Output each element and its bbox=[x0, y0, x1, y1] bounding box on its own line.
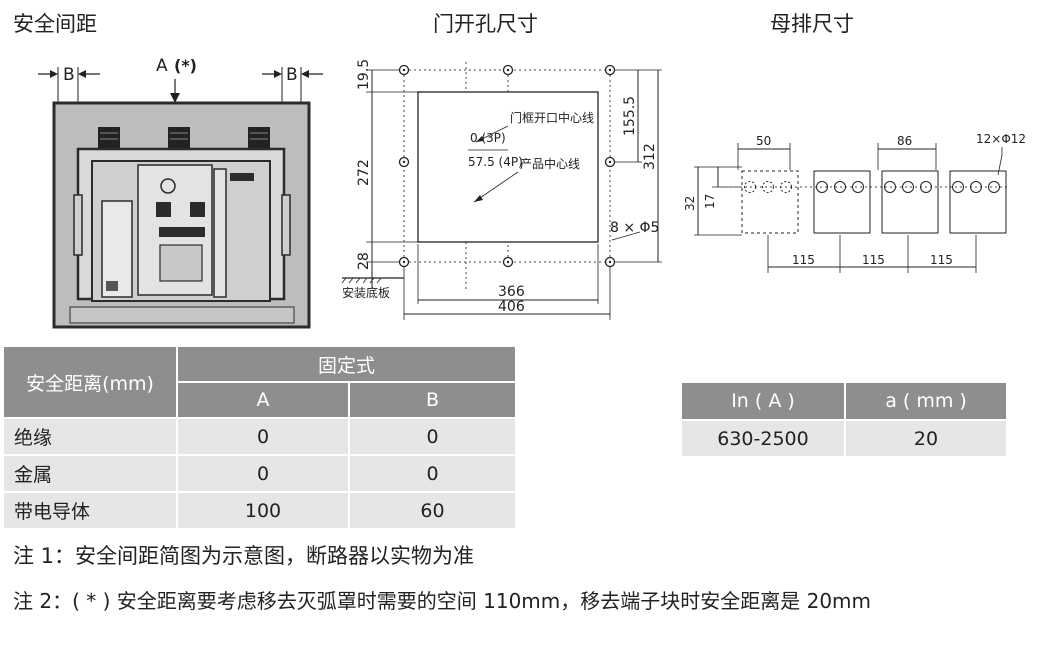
header-in: In ( A ) bbox=[680, 381, 846, 421]
label-a-star: (*) bbox=[174, 56, 197, 75]
dim-28: 28 bbox=[356, 252, 372, 270]
label-base: 安装底板 bbox=[342, 285, 390, 300]
label-0-3p: 0 (3P) bbox=[470, 131, 506, 145]
dim-17: 17 bbox=[703, 194, 717, 209]
arc-chute-center bbox=[168, 127, 190, 149]
dim-50: 50 bbox=[756, 134, 771, 148]
safety-distance-diagram: A (*) B B bbox=[38, 56, 323, 329]
busbar-group-4 bbox=[949, 170, 1007, 234]
header-safety-distance: 安全距离(mm) bbox=[2, 345, 178, 419]
label-product-center: 产品中心线 bbox=[520, 156, 580, 171]
dim-115-b: 115 bbox=[862, 253, 885, 267]
row-value-a: 100 bbox=[176, 491, 350, 530]
busbar-size-title: 母排尺寸 bbox=[770, 12, 854, 36]
on-button bbox=[156, 202, 171, 217]
dim-holes: 12×Φ12 bbox=[976, 132, 1026, 146]
header-a-mm: a ( mm ) bbox=[844, 381, 1008, 421]
row-value-a: 0 bbox=[176, 417, 350, 456]
arc-chute-left bbox=[98, 127, 120, 149]
indicator-circle bbox=[160, 178, 176, 194]
label-frame-center: 门框开口中心线 bbox=[510, 110, 594, 125]
dim-19-5: 19.5 bbox=[356, 59, 372, 90]
dim-115-a: 115 bbox=[792, 253, 815, 267]
busbar-group-1 bbox=[741, 170, 799, 234]
label-57-5-4p: 57.5 (4P) bbox=[468, 155, 523, 169]
row-a: 20 bbox=[844, 419, 1008, 458]
row-value-b: 0 bbox=[348, 417, 517, 456]
row-value-a: 0 bbox=[176, 454, 350, 493]
note-2: 注 2：( * ) 安全距离要考虑移去灭弧罩时需要的空间 110mm，移去端子块… bbox=[13, 589, 872, 613]
busbar-diagram: 50 86 12×Φ12 32 17 115 115 115 bbox=[683, 132, 1026, 273]
row-value-b: 0 bbox=[348, 454, 517, 493]
dim-115-c: 115 bbox=[930, 253, 953, 267]
current-spacing-table: In ( A ) a ( mm ) 630-2500 20 bbox=[680, 381, 1008, 458]
header-col-b: B bbox=[348, 381, 517, 419]
label-b-right: B bbox=[286, 65, 298, 85]
dim-155-5: 155.5 bbox=[622, 96, 638, 136]
safety-distance-table: 安全距离(mm) 固定式 A B 绝缘 0 0 金属 0 0 带电导体 100 … bbox=[2, 345, 517, 530]
a-arrow-head bbox=[170, 93, 180, 103]
header-fixed-type: 固定式 bbox=[176, 345, 517, 383]
row-label: 绝缘 bbox=[2, 417, 178, 456]
row-label: 金属 bbox=[2, 454, 178, 493]
label-holes: 8 × Φ5 bbox=[610, 220, 659, 236]
table-row: 绝缘 0 0 bbox=[2, 417, 517, 456]
off-button bbox=[190, 202, 205, 217]
dim-366: 366 bbox=[498, 284, 525, 300]
row-value-b: 60 bbox=[348, 491, 517, 530]
dim-272: 272 bbox=[356, 159, 372, 186]
door-cutout-diagram: 19.5 272 28 安装底板 155.5 312 8 × Φ5 门框开口中心… bbox=[341, 59, 662, 320]
table-row: 630-2500 20 bbox=[680, 419, 1008, 458]
dim-32: 32 bbox=[683, 196, 697, 211]
label-b-left: B bbox=[63, 65, 75, 85]
handle-slot bbox=[159, 227, 205, 237]
header-col-a: A bbox=[176, 381, 350, 419]
busbar-group-3 bbox=[881, 170, 939, 234]
label-a: A bbox=[156, 56, 168, 76]
row-label: 带电导体 bbox=[2, 491, 178, 530]
dim-86: 86 bbox=[897, 134, 912, 148]
table-row: 金属 0 0 bbox=[2, 454, 517, 493]
arc-chute-right bbox=[248, 127, 270, 149]
busbar-group-2 bbox=[813, 170, 871, 234]
door-cutout-title: 门开孔尺寸 bbox=[433, 12, 538, 36]
note-1: 注 1：安全间距简图为示意图，断路器以实物为准 bbox=[13, 544, 475, 568]
dim-406: 406 bbox=[498, 299, 525, 315]
door-cutout bbox=[417, 91, 599, 243]
safety-distance-title: 安全间距 bbox=[13, 12, 97, 36]
dim-312: 312 bbox=[642, 143, 658, 170]
table-row: 带电导体 100 60 bbox=[2, 491, 517, 530]
row-in: 630-2500 bbox=[680, 419, 846, 458]
